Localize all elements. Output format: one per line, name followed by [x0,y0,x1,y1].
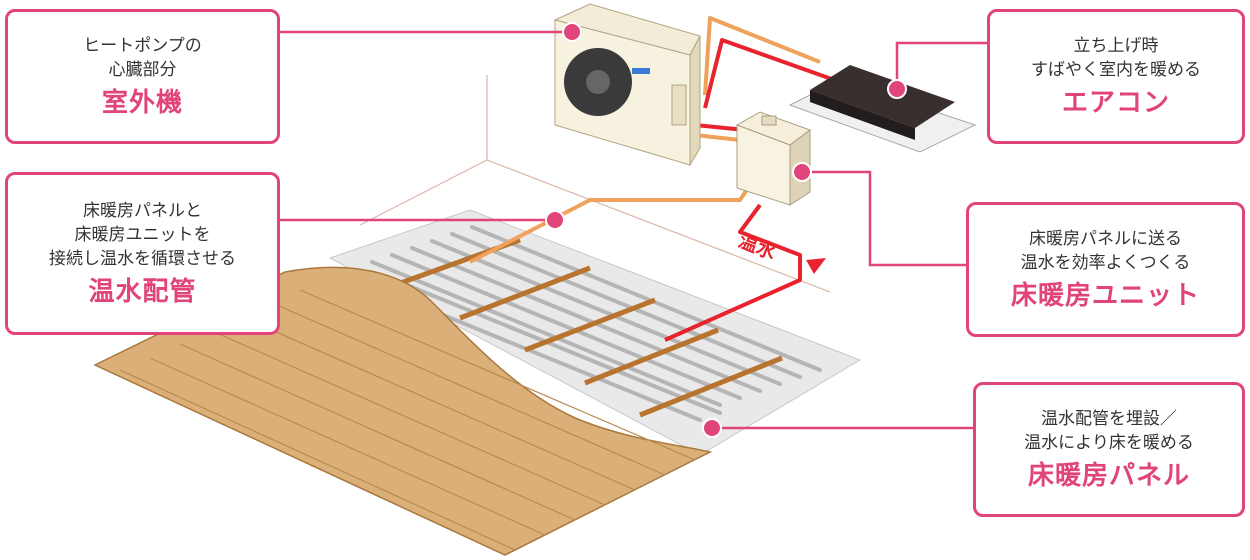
callout-hot-water-pipe-title: 温水配管 [88,276,197,307]
callout-air-conditioner-desc: 立ち上げ時 すばやく室内を暖める [1031,35,1201,80]
outdoor-unit-dot [562,22,582,42]
outdoor-to-unit-orange [694,133,741,142]
callout-outdoor-unit-desc: ヒートポンプの 心臓部分 [83,35,202,80]
floor-heating-unit [735,111,812,206]
outdoor-to-aircon-red [703,38,841,109]
callout-air-conditioner: 立ち上げ時 すばやく室内を暖める エアコン [987,9,1245,144]
room-outline [359,75,831,293]
callout-outdoor-unit-title: 室外機 [101,87,183,118]
hot-water-arrow [806,258,826,274]
leader-dots [545,22,907,438]
callout-floor-heating-panel-title: 床暖房パネル [1027,460,1190,491]
outdoor-to-aircon-orange [703,16,821,96]
callout-outdoor-unit: ヒートポンプの 心臓部分 室外機 [5,9,280,144]
callout-floor-heating-unit-desc: 床暖房パネルに送る 温水を効率よくつくる [1020,228,1191,273]
outdoor-unit [553,3,701,167]
callout-air-conditioner-title: エアコン [1061,87,1170,118]
callout-hot-water-pipe-desc: 床暖房パネルと 床暖房ユニットを 接続し温水を循環させる [49,200,236,269]
return-pipe-floor [469,183,752,264]
aircon-dot [887,79,907,99]
pipe-dot [545,210,565,230]
hot-pipe-floor [664,203,802,342]
air-conditioner [788,65,977,153]
floor-heating-panel [328,209,862,456]
panel-dot [702,418,722,438]
leader-lines [280,30,987,430]
wood-flooring [93,266,713,556]
callout-hot-water-pipe: 床暖房パネルと 床暖房ユニットを 接続し温水を循環させる 温水配管 [5,172,280,335]
pipes [469,16,841,342]
callout-floor-heating-unit-title: 床暖房ユニット [1010,280,1200,311]
callout-floor-heating-panel: 温水配管を埋設／ 温水により床を暖める 床暖房パネル [973,382,1245,517]
unit-dot [792,162,812,182]
callout-floor-heating-unit: 床暖房パネルに送る 温水を効率よくつくる 床暖房ユニット [966,202,1245,337]
callout-floor-heating-panel-desc: 温水配管を埋設／ 温水により床を暖める [1024,408,1194,453]
